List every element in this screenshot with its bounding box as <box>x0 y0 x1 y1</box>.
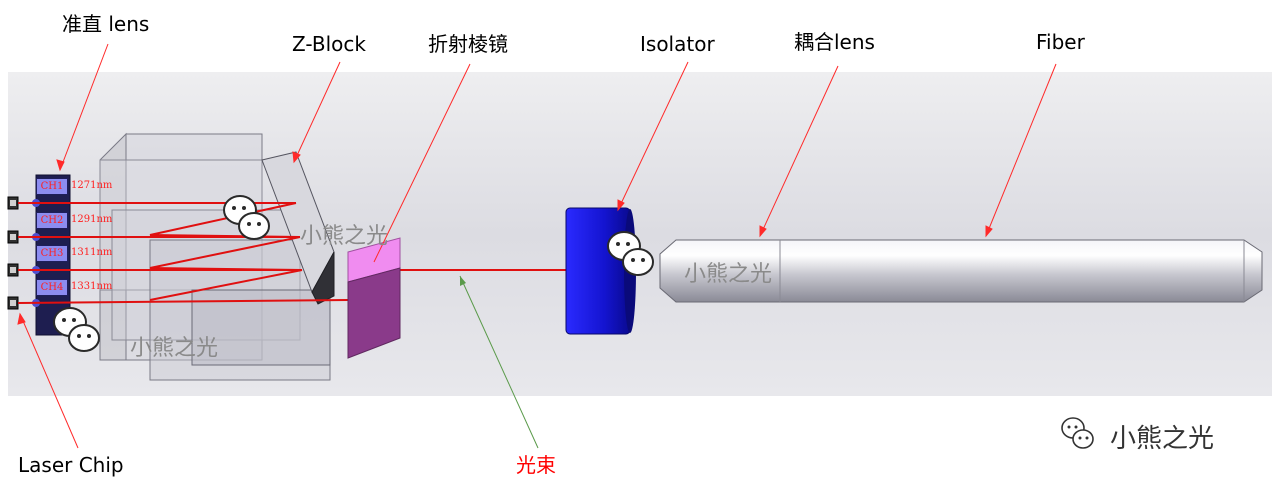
wechat-icon <box>53 307 100 352</box>
label-laser-chip: Laser Chip <box>18 453 124 477</box>
isolator <box>565 207 636 335</box>
channel-wavelength-ch2: 1291nm <box>71 214 113 225</box>
label-beam: 光束 <box>516 453 556 477</box>
label-fiber: Fiber <box>1036 30 1085 54</box>
label-prism: 折射棱镜 <box>428 32 508 56</box>
channel-box-ch2: CH2 <box>36 212 68 229</box>
z-block <box>99 132 335 381</box>
wechat-icon <box>1061 417 1094 449</box>
label-z-block: Z-Block <box>292 32 366 56</box>
label-coupling-lens: 耦合lens <box>794 30 875 54</box>
channel-wavelength-ch1: 1271nm <box>71 180 113 191</box>
label-collimator-lens: 准直 lens <box>62 12 150 36</box>
channel-box-ch3: CH3 <box>36 245 68 262</box>
channel-box-ch4: CH4 <box>36 279 68 296</box>
pointer-lines <box>19 43 1057 449</box>
watermark-fiber: 小熊之光 <box>684 262 773 287</box>
prism <box>347 237 401 359</box>
watermark-lower-left: 小熊之光 <box>130 336 219 361</box>
watermark-corner: 小熊之光 <box>1110 424 1215 454</box>
fiber-assembly <box>659 239 1263 303</box>
watermark-zblock: 小熊之光 <box>300 224 389 249</box>
label-isolator: Isolator <box>640 32 715 56</box>
light-beams <box>17 202 568 304</box>
channel-box-ch1: CH1 <box>36 178 68 195</box>
channel-wavelength-ch3: 1311nm <box>71 247 113 258</box>
channel-wavelength-ch4: 1331nm <box>71 281 113 292</box>
wechat-icon <box>607 231 654 276</box>
beam-pointer-line <box>459 275 539 449</box>
wechat-icon <box>223 195 270 240</box>
